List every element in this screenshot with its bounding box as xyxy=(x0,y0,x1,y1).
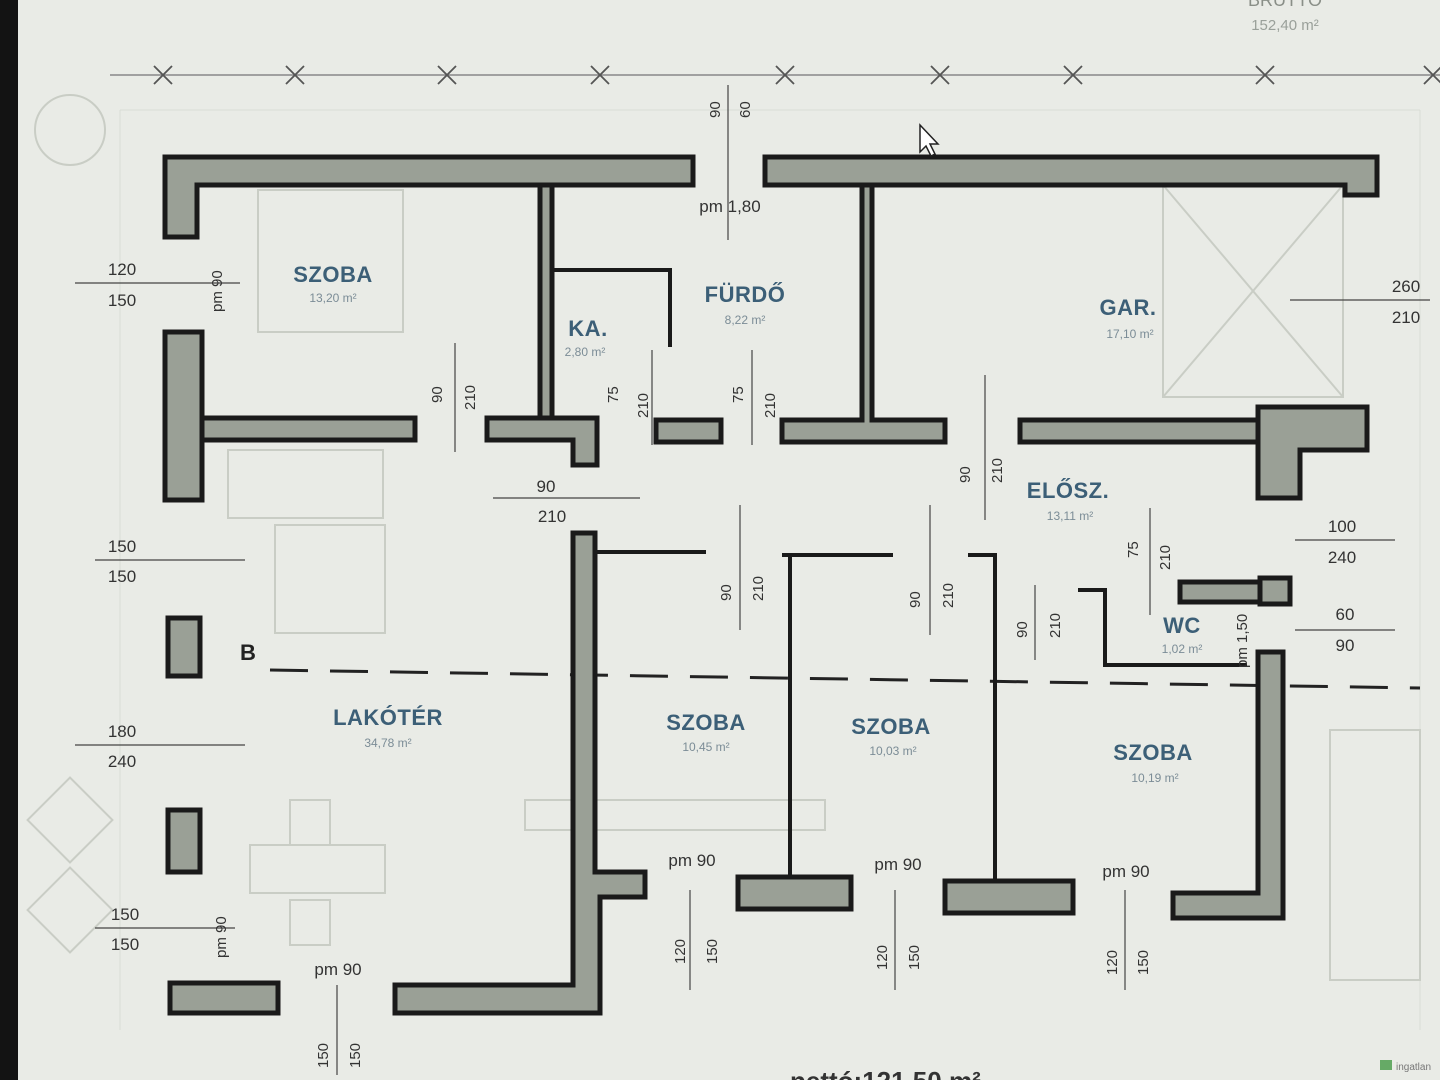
dim-door-szoba-b: 210 xyxy=(462,385,479,410)
dim-bottom4-a: 120 xyxy=(1104,950,1121,975)
dim-door-szoba-a: 90 xyxy=(429,386,446,403)
room-wc-name: WC xyxy=(1163,613,1201,638)
footer-net-area: nettó:121,50 m² xyxy=(790,1066,981,1080)
room-ka-name: KA. xyxy=(568,316,607,341)
grid-axis-marker xyxy=(1063,65,1083,85)
dim-left1-top: 120 xyxy=(108,260,136,279)
grid-axis-marker xyxy=(1255,65,1275,85)
dim-bottom1-a: 150 xyxy=(315,1043,332,1068)
dim-door-elosz-b: 210 xyxy=(989,458,1006,483)
dim-gar-door-top: 260 xyxy=(1392,277,1420,296)
dim-left4-bottom: 150 xyxy=(111,935,139,954)
section-marker: B xyxy=(240,640,256,665)
room-wc-area: 1,02 m² xyxy=(1162,642,1203,656)
dim-door-szoba2-b: 210 xyxy=(940,583,957,608)
watermark-text: ingatlan xyxy=(1396,1062,1431,1073)
room-furdo-area: 8,22 m² xyxy=(725,313,766,327)
room-szoba-area: 13,20 m² xyxy=(309,291,356,305)
dim-top-door-pm: pm 1,80 xyxy=(699,197,760,216)
room-furdo-name: FÜRDŐ xyxy=(705,282,786,307)
grid-axis-marker xyxy=(775,65,795,85)
dim-bottom4-b: 150 xyxy=(1135,950,1152,975)
dim-entry-door-top: 100 xyxy=(1328,517,1356,536)
room-lakoter-name: LAKÓTÉR xyxy=(333,705,443,730)
dim-left4-pm: pm 90 xyxy=(213,916,230,958)
dim-left2-top: 150 xyxy=(108,537,136,556)
dimension-lines xyxy=(75,85,1430,1075)
cursor-icon xyxy=(919,123,940,158)
grid-axis xyxy=(110,65,1440,85)
dim-top-door-a: 90 xyxy=(707,101,724,118)
grid-axis-marker xyxy=(1423,65,1440,85)
room-szoba-1-name: SZOBA xyxy=(666,710,746,735)
dim-door-szoba1-a: 90 xyxy=(718,584,735,601)
dim-door-szoba3-a: 90 xyxy=(1014,621,1031,638)
dim-door-szoba3-b: 210 xyxy=(1047,613,1064,638)
room-szoba-1-area: 10,45 m² xyxy=(682,740,729,754)
room-szoba-3-name: SZOBA xyxy=(1113,740,1193,765)
grid-axis-marker xyxy=(590,65,610,85)
room-labels: SZOBA 13,20 m² KA. 2,80 m² FÜRDŐ 8,22 m²… xyxy=(293,262,1202,785)
section-line xyxy=(269,668,1421,690)
dim-door-furdo-b: 210 xyxy=(762,393,779,418)
header-area: 152,40 m² xyxy=(1251,17,1319,34)
header-title: BRUTTÓ xyxy=(1248,0,1322,10)
dim-bottom3-b: 150 xyxy=(906,945,923,970)
dim-wc-window-pm: pm 1,50 xyxy=(1234,614,1251,668)
room-gar-name: GAR. xyxy=(1100,295,1157,320)
dimension-labels: 120 150 pm 90 150 150 180 240 150 150 pm… xyxy=(108,101,1420,1068)
room-elosz-name: ELŐSZ. xyxy=(1027,478,1109,503)
dim-door-szoba1-b: 210 xyxy=(750,576,767,601)
dim-left1-pm: pm 90 xyxy=(209,270,226,312)
dim-bottom2-b: 150 xyxy=(704,939,721,964)
dim-door-furdo-a: 75 xyxy=(730,386,747,403)
dim-door-ka-b: 210 xyxy=(635,393,652,418)
house-icon xyxy=(1380,1060,1392,1070)
room-elosz-area: 13,11 m² xyxy=(1047,509,1093,523)
dim-door-wc-b: 210 xyxy=(1157,545,1174,570)
ghost-layer xyxy=(26,94,1421,1030)
dim-door-szoba2-a: 90 xyxy=(907,591,924,608)
dim-bottom1-b: 150 xyxy=(347,1043,364,1068)
dim-door-lakoter-bottom: 210 xyxy=(538,507,566,526)
room-lakoter-area: 34,78 m² xyxy=(364,736,411,750)
walls xyxy=(162,154,1380,1016)
dim-entry-door-bottom: 240 xyxy=(1328,548,1356,567)
room-szoba-2-area: 10,03 m² xyxy=(869,744,916,758)
watermark: ingatlan xyxy=(1380,1060,1431,1073)
dim-left3-bottom: 240 xyxy=(108,752,136,771)
dim-door-elosz-a: 90 xyxy=(957,466,974,483)
dim-wc-window-top: 60 xyxy=(1336,605,1355,624)
grid-axis-marker xyxy=(930,65,950,85)
dim-left1-bottom: 150 xyxy=(108,291,136,310)
room-szoba-3-area: 10,19 m² xyxy=(1131,771,1178,785)
dim-bottom2-a: 120 xyxy=(672,939,689,964)
grid-axis-marker xyxy=(153,65,173,85)
grid-axis-marker xyxy=(437,65,457,85)
dim-door-ka-a: 75 xyxy=(605,386,622,403)
grid-axis-marker xyxy=(285,65,305,85)
dim-left4-top: 150 xyxy=(111,905,139,924)
dim-bottom4-pm: pm 90 xyxy=(1102,862,1149,881)
dim-left2-bottom: 150 xyxy=(108,567,136,586)
dim-door-wc-a: 75 xyxy=(1125,541,1142,558)
room-ka-area: 2,80 m² xyxy=(565,345,606,359)
dim-door-lakoter-top: 90 xyxy=(537,477,556,496)
room-szoba-name: SZOBA xyxy=(293,262,373,287)
dim-bottom2-pm: pm 90 xyxy=(668,851,715,870)
room-gar-area: 17,10 m² xyxy=(1106,327,1153,341)
monitor-bezel xyxy=(0,0,18,1080)
dim-bottom3-pm: pm 90 xyxy=(874,855,921,874)
dim-wc-window-bottom: 90 xyxy=(1336,636,1355,655)
dim-left3-top: 180 xyxy=(108,722,136,741)
dim-gar-door-bottom: 210 xyxy=(1392,308,1420,327)
dim-bottom1-pm: pm 90 xyxy=(314,960,361,979)
room-szoba-2-name: SZOBA xyxy=(851,714,931,739)
dim-bottom3-a: 120 xyxy=(874,945,891,970)
dim-top-door-b: 60 xyxy=(737,101,754,118)
